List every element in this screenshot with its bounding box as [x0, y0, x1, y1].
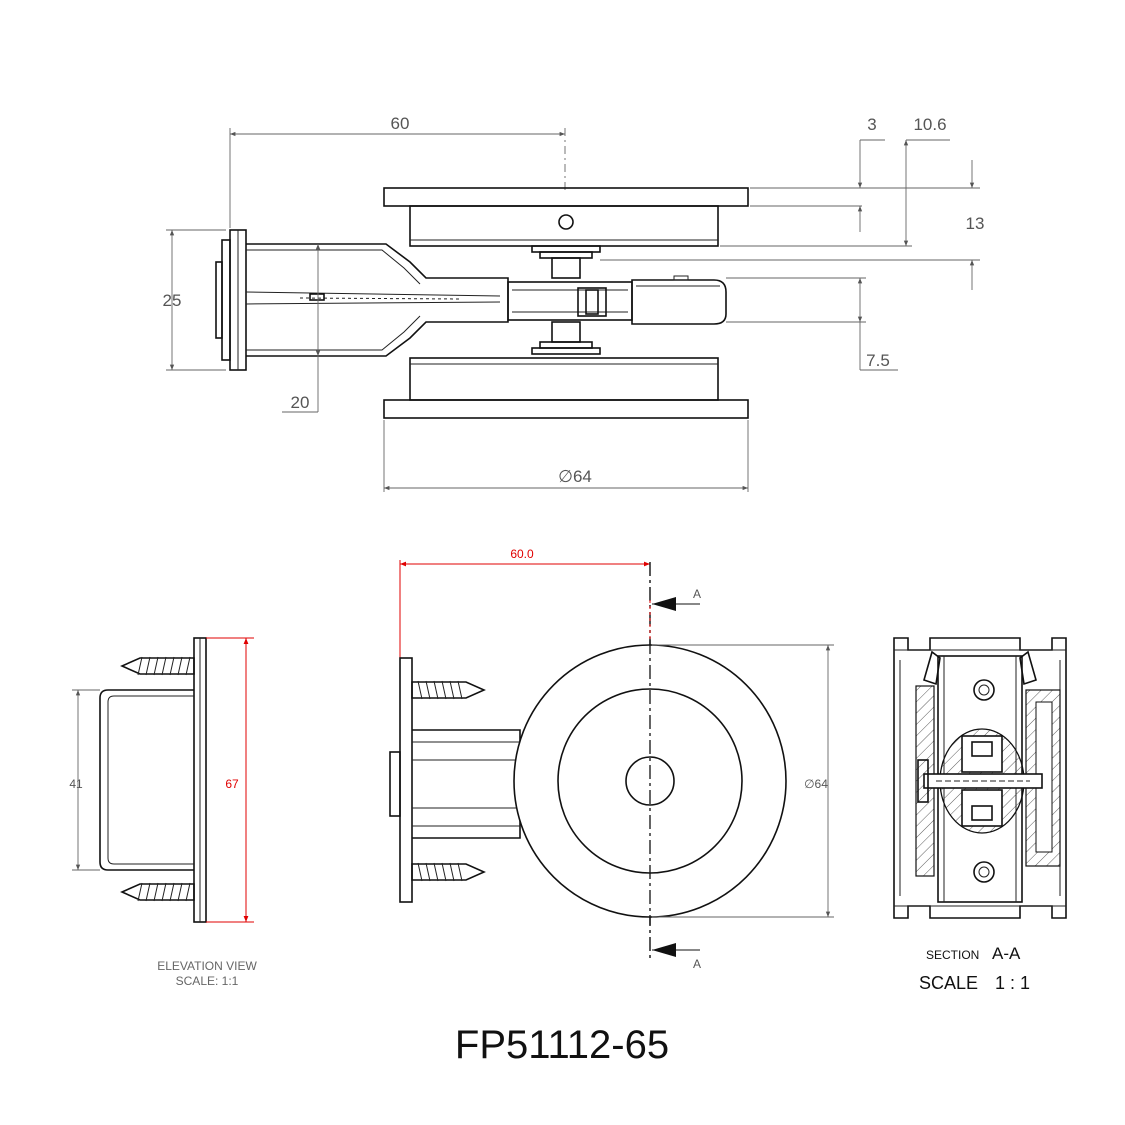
screw-bottom [120, 882, 195, 902]
front-view: 60.0 A A [389, 547, 834, 971]
front-dim-dia-64-label: ∅64 [804, 777, 828, 791]
elevation-body [99, 689, 194, 871]
arm [246, 243, 509, 357]
dim-60: 60 [229, 114, 566, 228]
dim-60-0-label: 60.0 [510, 547, 534, 561]
dim-60-0: 60.0 [399, 547, 650, 660]
dim-dia-64-label: ∅64 [558, 467, 592, 486]
section-arrow-bottom: A [652, 943, 701, 971]
latch-tab [631, 279, 727, 325]
svg-text:A: A [693, 587, 701, 601]
dim-13: 13 [600, 160, 984, 290]
dim-25-label: 25 [163, 291, 182, 310]
elevation-caption: ELEVATION VIEW [157, 959, 257, 973]
dim-20-label: 20 [291, 393, 310, 412]
axle-hole [625, 756, 675, 806]
front-arm [412, 729, 521, 839]
section-scale-label: SCALE [919, 973, 978, 993]
dim-25: 25 [163, 229, 226, 371]
bolt-bottom-icon [973, 861, 995, 883]
dim-7-5: 7.5 [726, 277, 898, 371]
dim-41-label: 41 [69, 777, 83, 791]
section-caption-id: A-A [992, 944, 1021, 963]
top-view: 60 [163, 114, 984, 492]
front-dim-dia-64: ∅64 [652, 644, 834, 918]
upper-disc-plate [383, 187, 749, 207]
section-a-a-view: SECTION A-A SCALE 1 : 1 [893, 637, 1067, 993]
elevation-scale: SCALE: 1:1 [176, 974, 239, 988]
section-caption-small: SECTION [926, 948, 979, 962]
dim-41: 41 [69, 689, 100, 871]
front-screw-top [411, 680, 486, 700]
bolt-top-icon [973, 679, 995, 701]
dim-3: 3 [750, 115, 885, 232]
dim-dia-64: ∅64 [383, 420, 749, 492]
elevation-view: 41 67 ELEVATION VIEW SCALE: 1:1 [69, 637, 257, 988]
part-number: FP51112-65 [455, 1023, 669, 1067]
dim-20: 20 [282, 244, 321, 413]
dim-67-label: 67 [225, 777, 239, 791]
screw-top [120, 656, 195, 676]
dim-13-label: 13 [966, 214, 985, 233]
lower-disc-plate [383, 399, 749, 419]
clip-body [507, 281, 633, 321]
dim-10-6-label: 10.6 [913, 115, 946, 134]
svg-text:A: A [693, 957, 701, 971]
front-plate [399, 657, 413, 903]
dim-7-5-label: 7.5 [866, 351, 890, 370]
section-scale-value: 1 : 1 [995, 973, 1030, 993]
dim-67: 67 [206, 637, 254, 923]
set-screw-icon [558, 214, 574, 230]
section-arrow-top: A [652, 587, 701, 611]
dim-10-6: 10.6 [720, 115, 950, 247]
front-screw-bottom [411, 862, 486, 882]
dim-60-label: 60 [391, 114, 410, 133]
dim-3-label: 3 [867, 115, 876, 134]
